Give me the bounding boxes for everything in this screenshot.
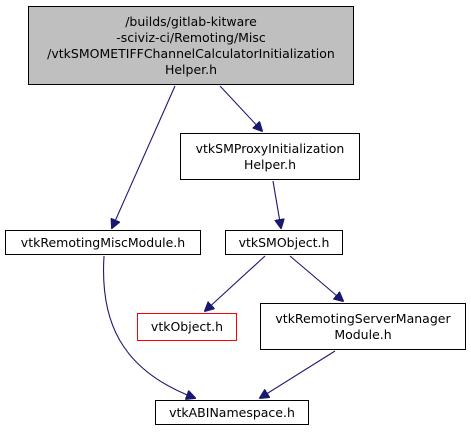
node-sm-object-label: vtkSMObject.h	[238, 234, 330, 250]
node-abi-namespace-label: vtkABINamespace.h	[169, 404, 295, 420]
edge-root-to-proxy-init	[219, 85, 262, 131]
node-remoting-misc-module[interactable]: vtkRemotingMiscModule.h	[5, 230, 201, 255]
node-sm-object[interactable]: vtkSMObject.h	[225, 230, 343, 255]
edge-server-manager-to-abi-namespace	[260, 350, 336, 398]
node-root-header[interactable]: /builds/gitlab-kitware -sciviz-ci/Remoti…	[28, 6, 354, 85]
node-remoting-misc-module-label: vtkRemotingMiscModule.h	[20, 234, 186, 250]
edge-sm-object-to-server-manager	[289, 255, 343, 301]
node-proxy-initialization-helper-label: vtkSMProxyInitialization Helper.h	[195, 140, 345, 172]
node-remoting-server-manager-module-label: vtkRemotingServerManager Module.h	[275, 310, 451, 342]
node-remoting-server-manager-module[interactable]: vtkRemotingServerManager Module.h	[260, 303, 466, 350]
node-vtk-object: vtkObject.h	[137, 313, 237, 341]
node-vtk-object-label: vtkObject.h	[150, 319, 224, 334]
edge-proxy-init-to-sm-object	[272, 180, 281, 228]
edge-remoting-misc-to-abi-namespace	[102, 255, 195, 398]
edge-root-to-remoting-misc	[112, 85, 176, 228]
edge-sm-object-to-vtk-object	[205, 255, 266, 311]
node-abi-namespace[interactable]: vtkABINamespace.h	[155, 400, 309, 425]
node-proxy-initialization-helper[interactable]: vtkSMProxyInitialization Helper.h	[180, 133, 360, 180]
node-root-label: /builds/gitlab-kitware -sciviz-ci/Remoti…	[47, 13, 335, 77]
